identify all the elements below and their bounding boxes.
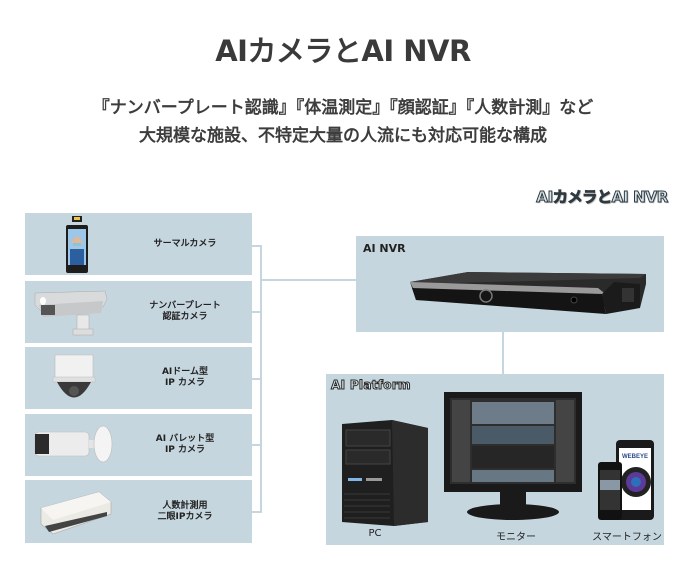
bullet-camera-icon xyxy=(34,425,113,463)
camera-label: サーマルカメラ xyxy=(153,238,217,249)
connector-stub-4 xyxy=(252,444,262,446)
pc-tower-icon xyxy=(342,420,428,526)
platform-box: AI Platform PC モニター WEBEYE xyxy=(326,374,664,545)
device-label-smartphone: スマートフォン xyxy=(592,532,662,543)
connector-nvr-to-platform xyxy=(502,332,504,374)
app-brand: WEBEYE xyxy=(622,454,648,460)
camera-box-dual: 人数計測用 二眼IPカメラ xyxy=(25,480,252,543)
camera-label: 人数計測用 二眼IPカメラ xyxy=(157,500,213,522)
box-camera-icon xyxy=(34,290,108,336)
camera-box-dome: AIドーム型 IP カメラ xyxy=(25,347,252,409)
connector-stub-2 xyxy=(252,311,262,313)
section-label: AIカメラとAI NVR xyxy=(536,188,669,207)
nvr-title: AI NVR xyxy=(363,242,406,255)
connector-stub-5 xyxy=(252,511,262,513)
nvr-device-icon xyxy=(410,272,646,314)
camera-box-bullet: AI バレット型 IP カメラ xyxy=(25,414,252,476)
camera-label: ナンバープレート 認証カメラ xyxy=(149,301,221,322)
camera-label: AIドーム型 IP カメラ xyxy=(161,367,209,388)
page-title: AIカメラとAI NVR xyxy=(215,34,471,68)
nvr-box: AI NVR xyxy=(356,236,664,332)
connector-stub-3 xyxy=(252,378,262,380)
device-label-pc: PC xyxy=(368,528,382,539)
thermal-camera-icon xyxy=(66,216,88,273)
monitor-icon xyxy=(444,392,582,520)
device-label-monitor: モニター xyxy=(496,532,536,543)
dome-camera-icon xyxy=(52,354,96,398)
connector-to-nvr xyxy=(260,279,356,281)
platform-title: AI Platform xyxy=(331,378,412,393)
camera-box-plate: ナンバープレート 認証カメラ xyxy=(25,281,252,343)
dual-lens-camera-icon xyxy=(40,491,112,535)
connector-trunk xyxy=(260,245,262,513)
smartphone-icon: WEBEYE xyxy=(598,440,654,520)
connector-stub-1 xyxy=(252,245,262,247)
camera-label: AI バレット型 IP カメラ xyxy=(155,434,215,455)
camera-box-thermal: サーマルカメラ xyxy=(25,213,252,275)
subtitle-line-1: 『ナンバープレート認識』『体温測定』『顔認証』『人数計測』など xyxy=(92,98,594,118)
subtitle-line-2: 大規模な施設、不特定大量の人流にも対応可能な構成 xyxy=(139,126,547,146)
